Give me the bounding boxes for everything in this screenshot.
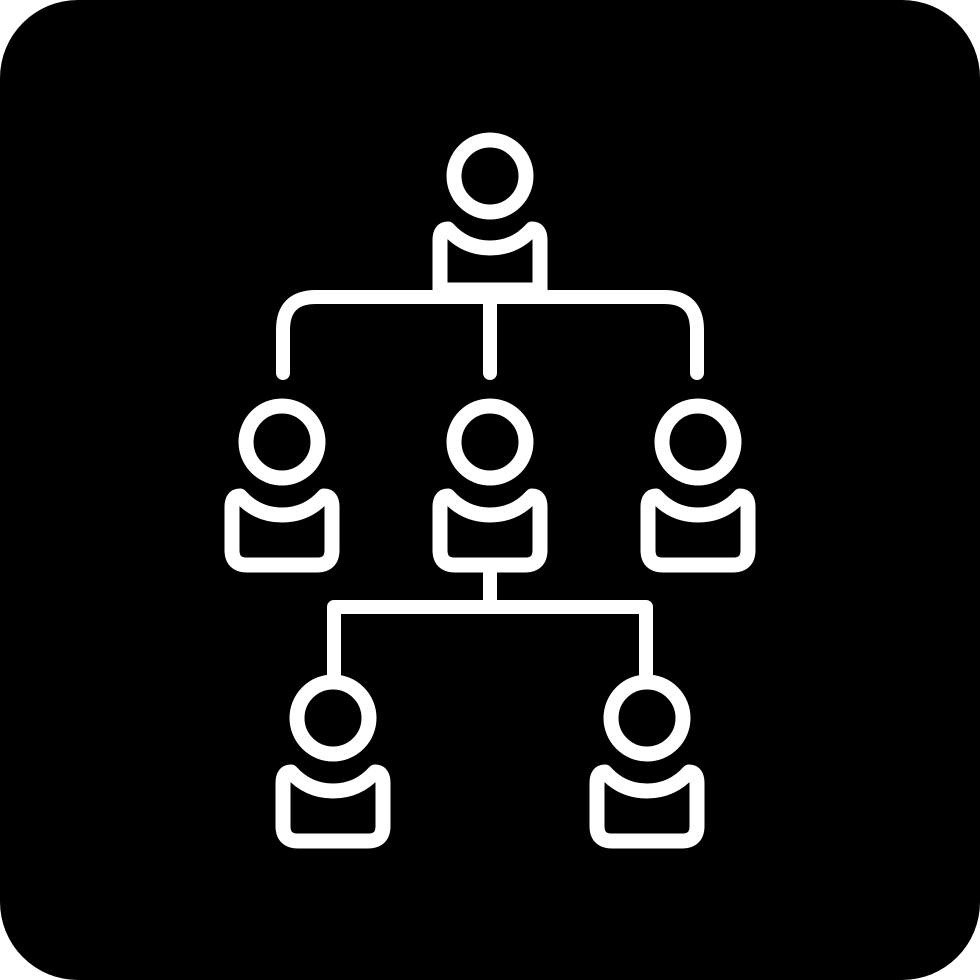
person-icon-bottom-left bbox=[275, 674, 391, 849]
connector-top bbox=[276, 290, 704, 380]
person-icon-middle-center bbox=[432, 398, 548, 573]
person-icon-middle-left bbox=[224, 398, 340, 573]
person-icon-top bbox=[432, 132, 548, 298]
connector-bottom bbox=[327, 558, 653, 682]
person-icon-middle-right bbox=[640, 398, 756, 573]
person-icon-bottom-right bbox=[589, 674, 705, 849]
